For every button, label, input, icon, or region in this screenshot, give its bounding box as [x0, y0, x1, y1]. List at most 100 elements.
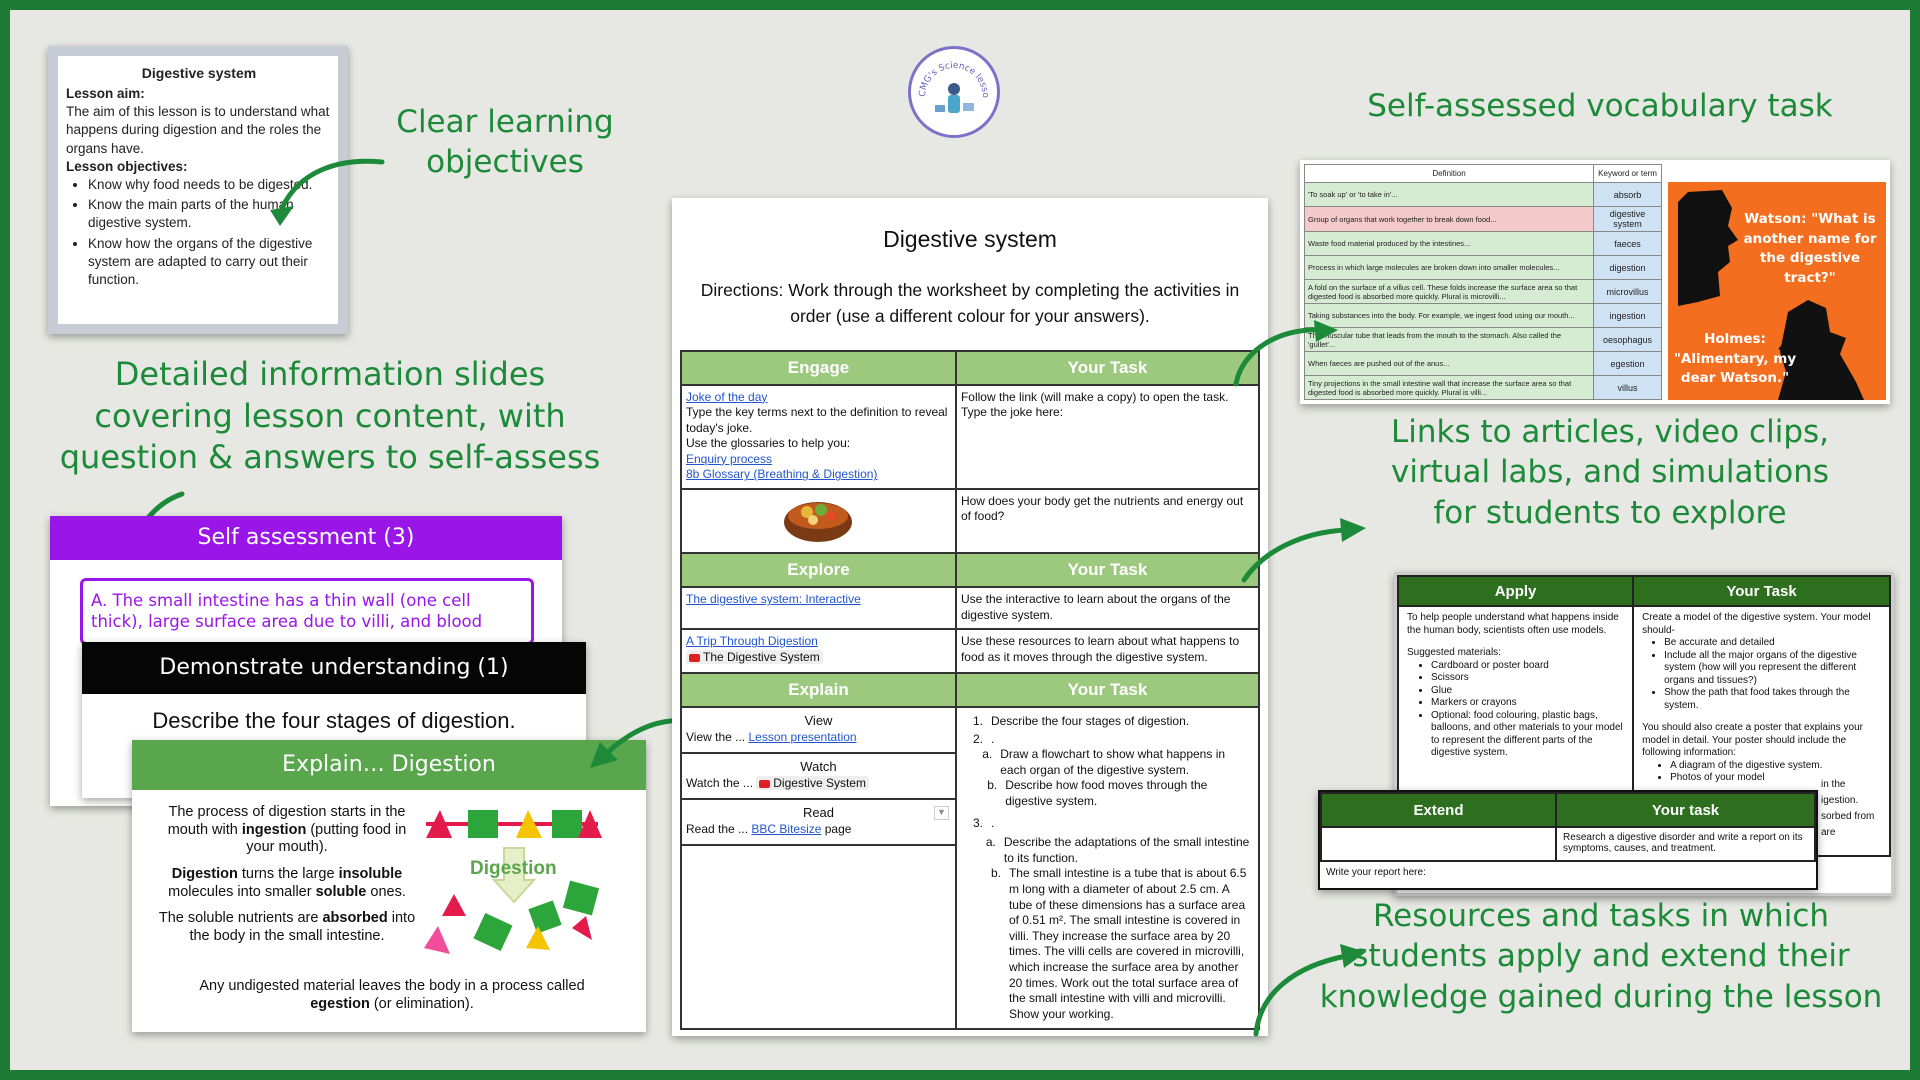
callout-line: Resources and tasks in which [1372, 898, 1830, 934]
apply-right-item: Include all the major organs of the dige… [1664, 650, 1881, 688]
task-1: Describe the four stages of digestion. [990, 714, 1190, 729]
explain-task-header: Your Task [954, 672, 1261, 709]
apply-right-intro: Create a model of the digestive system. … [1642, 612, 1871, 636]
extend-task-text: Research a digestive disorder and write … [1555, 826, 1816, 862]
vocab-col-definition: Definition [1303, 164, 1595, 183]
bitesize-link[interactable]: BBC Bitesize [751, 821, 822, 836]
vocab-row: When faeces are pushed out of the anus..… [1303, 351, 1662, 376]
demo-text: Describe the four stages of digestion. [152, 708, 516, 733]
worksheet: Digestive system Directions: Work throug… [672, 198, 1268, 1036]
poster-item: A diagram of the digestive system. [1670, 760, 1881, 773]
vocab-row: Process in which large molecules are bro… [1303, 255, 1662, 280]
vocab-term[interactable]: faeces [1593, 231, 1662, 256]
engage-header-row: Engage Your Task [680, 349, 1261, 386]
objectives-heading: Lesson objectives: [66, 158, 188, 174]
apply-right-fragments: in the igestion. sorbed from are [1821, 779, 1875, 838]
video-chip[interactable]: The Digestive System [686, 649, 823, 664]
vocab-definition: A fold on the surface of a villus cell. … [1303, 279, 1595, 304]
vocab-term[interactable]: egestion [1593, 351, 1662, 376]
explain-para-4: Any undigested material leaves the body … [199, 978, 585, 1012]
dropdown-icon[interactable]: ▼ [934, 806, 949, 820]
slide-demo-title: Demonstrate understanding (1) [82, 642, 586, 694]
vocab-row: 'To soak up' or 'to take in'...absorb [1303, 182, 1662, 207]
slide-explain-digestion: Explain… Digestion The process of digest… [132, 740, 646, 1032]
slide-explain-title: Explain… Digestion [132, 740, 646, 790]
digestion-diagram: Digestion [424, 810, 602, 954]
engage-header: Engage [680, 349, 957, 386]
callout-line: knowledge gained during the lesson [1319, 978, 1883, 1015]
vocab-term[interactable]: digestion [1593, 255, 1662, 280]
answer-letter: A. [91, 591, 108, 610]
watch-video-chip[interactable]: Digestive System [756, 775, 869, 790]
materials-list: Cardboard or poster board Scissors Glue … [1431, 660, 1624, 760]
poster-item: Photos of your model [1670, 772, 1881, 785]
explain-row: View View the ... Lesson presentation Wa… [680, 706, 1261, 1031]
engage-task-1[interactable]: Follow the link (will make a copy) to op… [954, 383, 1261, 490]
explain-text: The process of digestion starts in the m… [152, 804, 422, 946]
vocab-term[interactable]: oesophagus [1593, 327, 1662, 352]
apply-poster-list: A diagram of the digestive system. Photo… [1670, 760, 1881, 785]
objective-item: Know why food needs to be digested. [88, 176, 332, 194]
promo-canvas: CMG's Science lessons Digestive system L… [10, 10, 1910, 1070]
explore-task-1[interactable]: Use the interactive to learn about the o… [954, 586, 1261, 631]
callout-line: virtual labs, and simulations [1390, 454, 1830, 491]
extend-write-here[interactable]: Write your report here: [1326, 867, 1426, 878]
vocab-row: Tiny projections in the small intestine … [1303, 375, 1662, 400]
callout-links: Links to articles, video clips, virtual … [1340, 412, 1880, 533]
callout-line: objectives [426, 144, 584, 181]
poster-answer: Holmes: "Alimentary, my dear Watson." [1673, 331, 1797, 387]
vocab-col-term: Keyword or term [1593, 164, 1662, 183]
vocab-term[interactable]: villus [1593, 375, 1662, 400]
extend-task: Extend Your task Research a digestive di… [1318, 790, 1818, 890]
vocab-term[interactable]: ingestion [1593, 303, 1662, 328]
engage-text-2: Use the glossaries to help you: [686, 436, 851, 451]
worksheet-title: Digestive system [883, 226, 1057, 252]
apply-right-item: Show the path that food takes through th… [1664, 687, 1881, 712]
objective-item: Know how the organs of the digestive sys… [88, 235, 332, 290]
material-item: Scissors [1431, 672, 1624, 685]
joke-link[interactable]: Joke of the day [686, 389, 768, 404]
worksheet-directions: Directions: Work through the worksheet b… [700, 280, 1240, 327]
explain-tasks: 1.Describe the four stages of digestion.… [954, 706, 1261, 1031]
explore-header: Explore [680, 552, 957, 589]
vocab-term[interactable]: microvillus [1593, 279, 1662, 304]
read-label: Read [802, 805, 835, 821]
glossary-link[interactable]: 8b Glossary (Breathing & Digestion) [686, 467, 878, 482]
poster-question: Watson: "What is another name for the di… [1743, 211, 1877, 286]
task-3a: Describe the adaptations of the small in… [1003, 835, 1250, 865]
vocab-row: Group of organs that work together to br… [1303, 206, 1662, 232]
view-label: View [804, 713, 833, 729]
trip-link[interactable]: A Trip Through Digestion [686, 634, 818, 649]
logo: CMG's Science lessons [908, 42, 1000, 138]
joke-poster: Watson: "What is another name for the di… [1668, 182, 1886, 400]
apply-task-header: Your Task [1632, 575, 1891, 607]
vocab-row: The muscular tube that leads from the mo… [1303, 327, 1662, 352]
vocab-definition: Process in which large molecules are bro… [1303, 255, 1595, 280]
self-answer-box: A. The small intestine has a thin wall (… [80, 578, 534, 646]
explore-task-2[interactable]: Use these resources to learn about what … [954, 628, 1261, 675]
task-2b: Describe how food moves through the dige… [1005, 778, 1208, 809]
material-item: Optional: food colouring, plastic bags, … [1431, 710, 1624, 760]
enquiry-link[interactable]: Enquiry process [686, 451, 773, 466]
presentation-link[interactable]: Lesson presentation [748, 729, 857, 744]
material-item: Glue [1431, 685, 1624, 698]
explain-resources: View View the ... Lesson presentation Wa… [680, 706, 957, 1031]
food-bowl-cell [680, 487, 957, 555]
logo-emblem: CMG's Science lessons [908, 42, 990, 113]
aim-heading: Lesson aim: [66, 85, 145, 101]
objective-item: Know the main parts of the human digesti… [88, 196, 332, 232]
extend-left-cell [1319, 826, 1558, 862]
worksheet-table: Engage Your Task Joke of the day Type th… [680, 349, 1261, 1031]
vocab-row: Waste food material produced by the inte… [1303, 231, 1662, 256]
interactive-link[interactable]: The digestive system: Interactive [686, 592, 861, 607]
vocab-term[interactable]: digestive system [1593, 206, 1662, 232]
explain-header-row: Explain Your Task [680, 672, 1261, 709]
vocab-definition: Taking substances into the body. For exa… [1303, 303, 1595, 328]
engage-task-2[interactable]: How does your body get the nutrients and… [954, 487, 1261, 555]
explore-task-header: Your Task [954, 552, 1261, 589]
vocab-term[interactable]: absorb [1593, 182, 1662, 207]
material-item: Markers or crayons [1431, 697, 1624, 710]
callout-line: for students to explore [1433, 494, 1787, 531]
